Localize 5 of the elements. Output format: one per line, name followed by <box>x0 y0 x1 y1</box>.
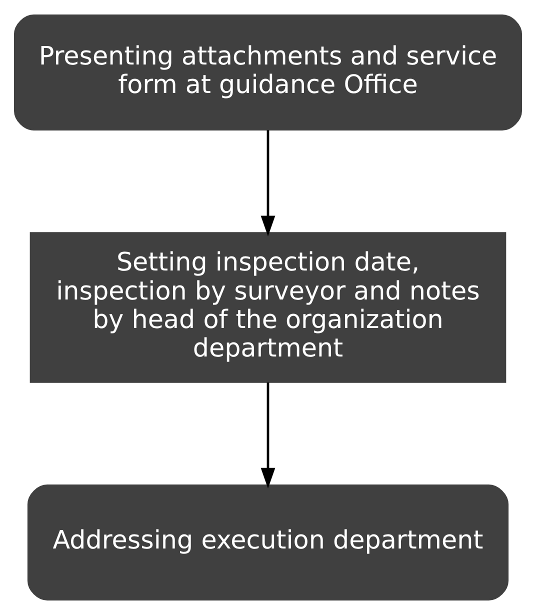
arrow <box>260 382 276 489</box>
arrow <box>260 130 276 236</box>
node-box: Setting inspection date, inspection by surveyor and notes by head of the organization department <box>30 232 506 383</box>
node-box: Addressing execution department <box>27 484 509 600</box>
node-box: Presenting attachments and service form at guidance Office <box>14 14 522 130</box>
